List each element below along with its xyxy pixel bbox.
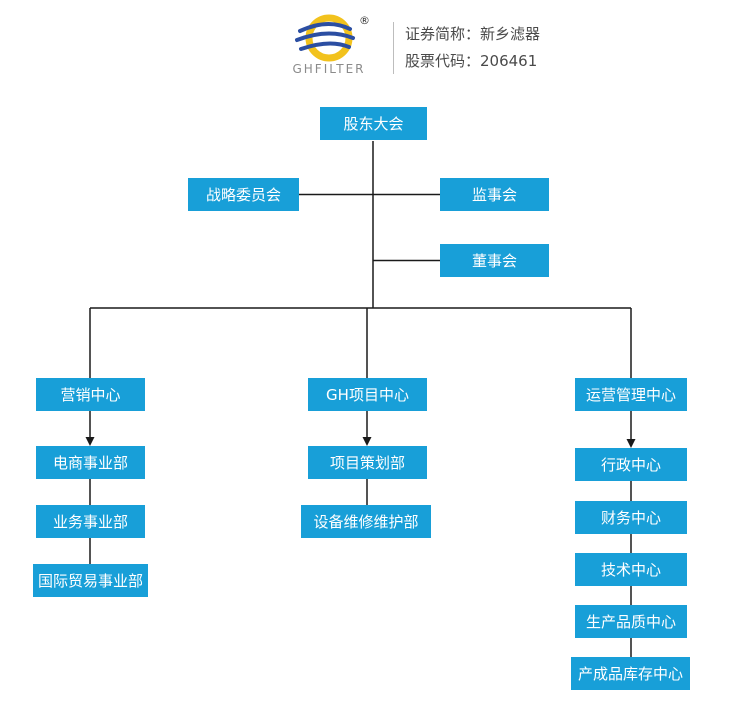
registered-trademark-icon: ® — [359, 14, 370, 27]
stock-info: 证券简称：新乡滤器 股票代码：206461 — [405, 21, 540, 75]
stock-code-line: 股票代码：206461 — [405, 52, 538, 70]
node-gh-project-center: GH项目中心 — [308, 378, 427, 411]
node-admin-center: 行政中心 — [575, 448, 687, 481]
node-finished-goods-inventory-center: 产成品库存中心 — [571, 657, 690, 690]
header-divider — [393, 22, 394, 74]
node-intl-trade-division: 国际贸易事业部 — [33, 564, 148, 597]
node-finance-center: 财务中心 — [575, 501, 687, 534]
stock-name-line: 证券简称：新乡滤器 — [405, 25, 541, 43]
node-operations-center: 运营管理中心 — [575, 378, 687, 411]
node-marketing-center: 营销中心 — [36, 378, 145, 411]
node-equipment-maintenance-dept: 设备维修维护部 — [301, 505, 431, 538]
node-project-planning-dept: 项目策划部 — [308, 446, 427, 479]
node-supervisory-board: 监事会 — [440, 178, 549, 211]
node-shareholders-meeting: 股东大会 — [320, 107, 427, 140]
ghfilter-swirl-icon — [295, 14, 355, 62]
company-logo: ® GHFILTER — [290, 12, 370, 80]
node-production-quality-center: 生产品质中心 — [575, 605, 687, 638]
node-business-division: 业务事业部 — [36, 505, 145, 538]
node-board-of-directors: 董事会 — [440, 244, 549, 277]
node-technology-center: 技术中心 — [575, 553, 687, 586]
node-ecommerce-division: 电商事业部 — [36, 446, 145, 479]
logo-wordmark: GHFILTER — [292, 62, 366, 76]
node-strategy-committee: 战略委员会 — [188, 178, 299, 211]
